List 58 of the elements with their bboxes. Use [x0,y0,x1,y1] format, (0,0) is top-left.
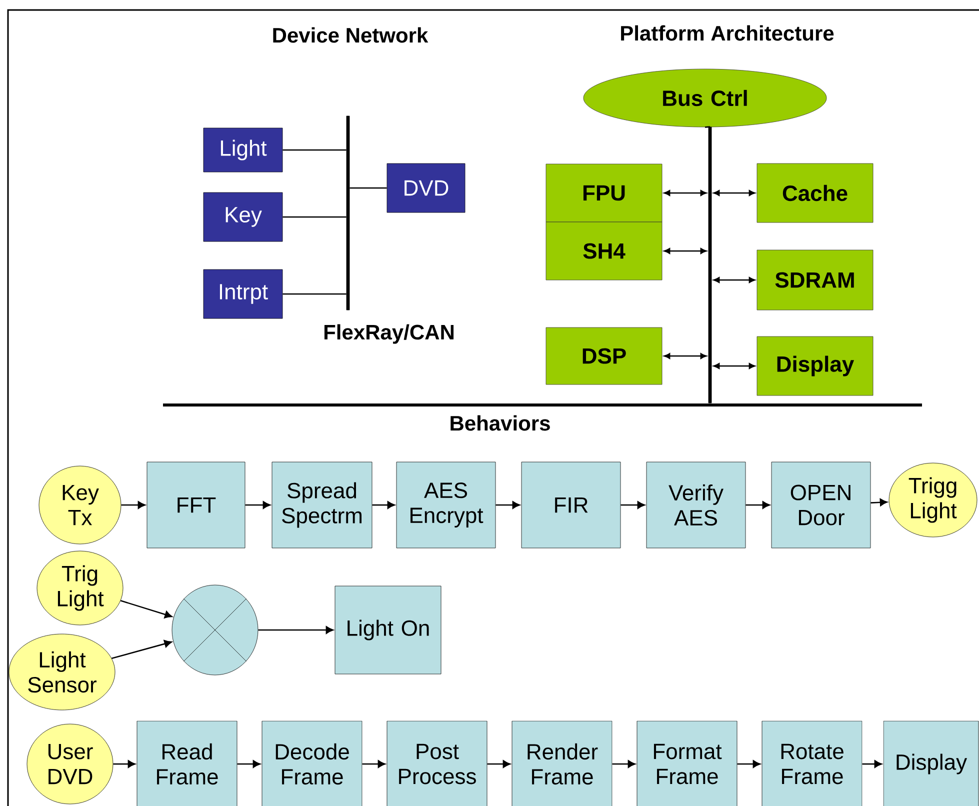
connector-line [350,187,387,189]
arrow [870,498,888,506]
arrow [487,760,510,768]
arrow [664,190,707,196]
connector-line [282,293,346,295]
arrow [496,501,520,509]
section-title: Platform Architecture [621,25,834,41]
process-box: Decode Frame [262,720,362,806]
process-box: Format Frame [636,720,738,806]
arrow [362,760,386,768]
process-box: Display [883,720,979,806]
arrow [237,760,260,768]
arrow [737,760,760,768]
process-box: AES Encrypt [396,462,496,548]
arrow [713,277,756,283]
hardware-box: FPU [546,164,662,222]
arrow [612,760,636,768]
hardware-box: SDRAM [756,250,874,310]
section-title: FlexRay/CAN [324,324,454,344]
section-title: Behaviors [450,415,550,431]
process-box: Spread Spectrm [272,462,372,548]
hardware-box: SH4 [546,222,662,280]
arrow [112,640,172,659]
hardware-box: DSP [546,327,662,385]
device-box: Key [203,192,283,242]
hardware-box: Display [756,336,874,396]
arrow [713,363,756,369]
process-box: OPEN Door [771,462,871,548]
connector-line [282,216,346,218]
arrow [664,248,707,254]
arrow [620,501,645,509]
process-box: FIR [521,462,621,548]
arrow [120,600,172,618]
arrow [113,760,136,768]
mixer-circle [172,584,258,676]
device-box: DVD [386,163,466,213]
process-box: Read Frame [136,720,238,806]
arrow [245,501,270,509]
arrow [372,501,395,509]
device-box: Light [203,128,283,172]
process-box: Rotate Frame [762,720,862,806]
arrow [713,190,756,196]
arrow [746,501,770,509]
connector-line [704,126,710,128]
process-box: Verify AES [646,462,746,548]
arrow [862,760,882,768]
process-box: Render Frame [512,720,612,806]
process-box: Light On [334,586,442,674]
connector-line [282,149,346,151]
arrow [121,501,146,509]
process-box: FFT [146,462,246,548]
arrow [664,353,707,359]
process-box: Post Process [386,720,488,806]
hardware-box: Cache [756,163,874,223]
bus-line [346,116,350,310]
device-box: Intrpt [203,269,283,319]
arrow [258,626,334,634]
section-title: Device Network [273,27,428,43]
